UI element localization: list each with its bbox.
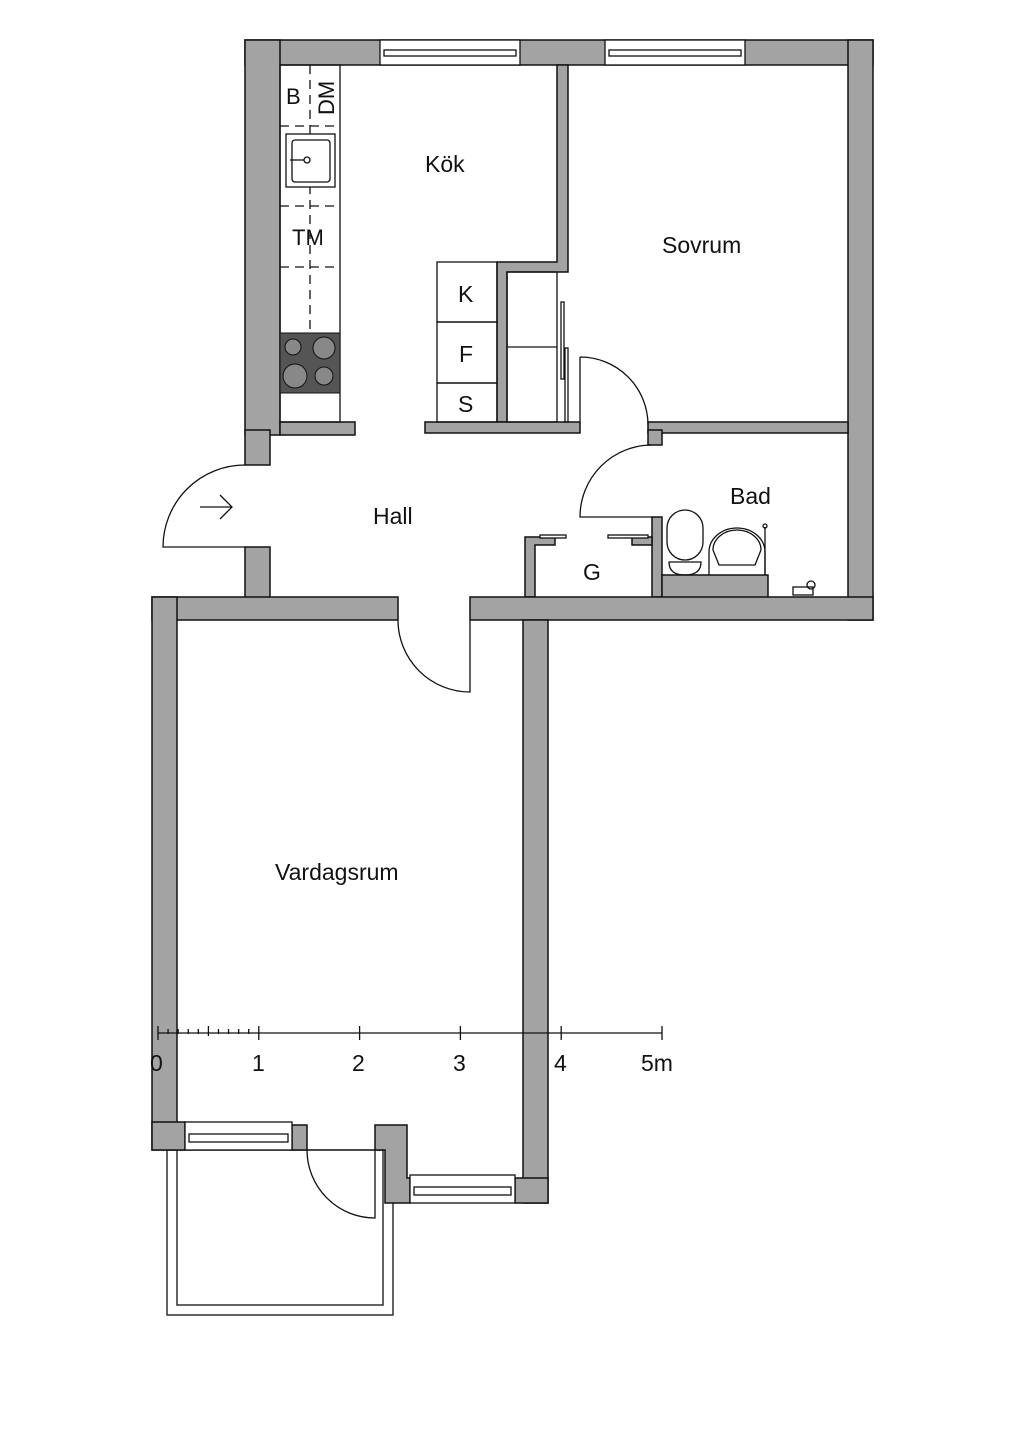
scale-label: 1 (252, 1050, 265, 1076)
walls (151, 39, 874, 1204)
entrance-arrow-icon (200, 494, 233, 520)
kitchen-counter (279, 64, 341, 423)
faucet-icon (792, 580, 816, 596)
scale-label: 3 (453, 1050, 466, 1076)
room-label-kitchen: Kök (425, 151, 465, 177)
washbasin-icon (708, 523, 768, 575)
room-label-living-room: Vardagsrum (275, 859, 399, 885)
windows (184, 39, 746, 1204)
scale-label: 0 (150, 1050, 163, 1076)
balcony (166, 1149, 394, 1316)
scale-label: 5m (641, 1050, 673, 1076)
room-label-bathroom: Bad (730, 483, 771, 509)
sink-icon (285, 133, 336, 188)
room-label-bedroom: Sovrum (662, 232, 741, 258)
fixture-b: B (286, 84, 301, 109)
kitchen-cabinets (436, 261, 498, 423)
doors (162, 356, 653, 1219)
fixture-dm: DM (314, 81, 339, 115)
scale-label: 4 (554, 1050, 567, 1076)
room-label-closet: G (583, 559, 601, 585)
fixture-s: S (458, 391, 473, 417)
scale-labels: 0 1 2 3 4 5m (150, 1050, 673, 1076)
stove-icon (279, 332, 341, 394)
scale-bar (157, 1026, 663, 1040)
toilet-icon (666, 509, 704, 576)
room-label-hall: Hall (373, 503, 413, 529)
fixture-k: K (458, 281, 474, 307)
fixture-f: F (459, 341, 473, 367)
wardrobe (506, 271, 569, 423)
scale-label: 2 (352, 1050, 365, 1076)
fixture-tm: TM (292, 225, 324, 250)
